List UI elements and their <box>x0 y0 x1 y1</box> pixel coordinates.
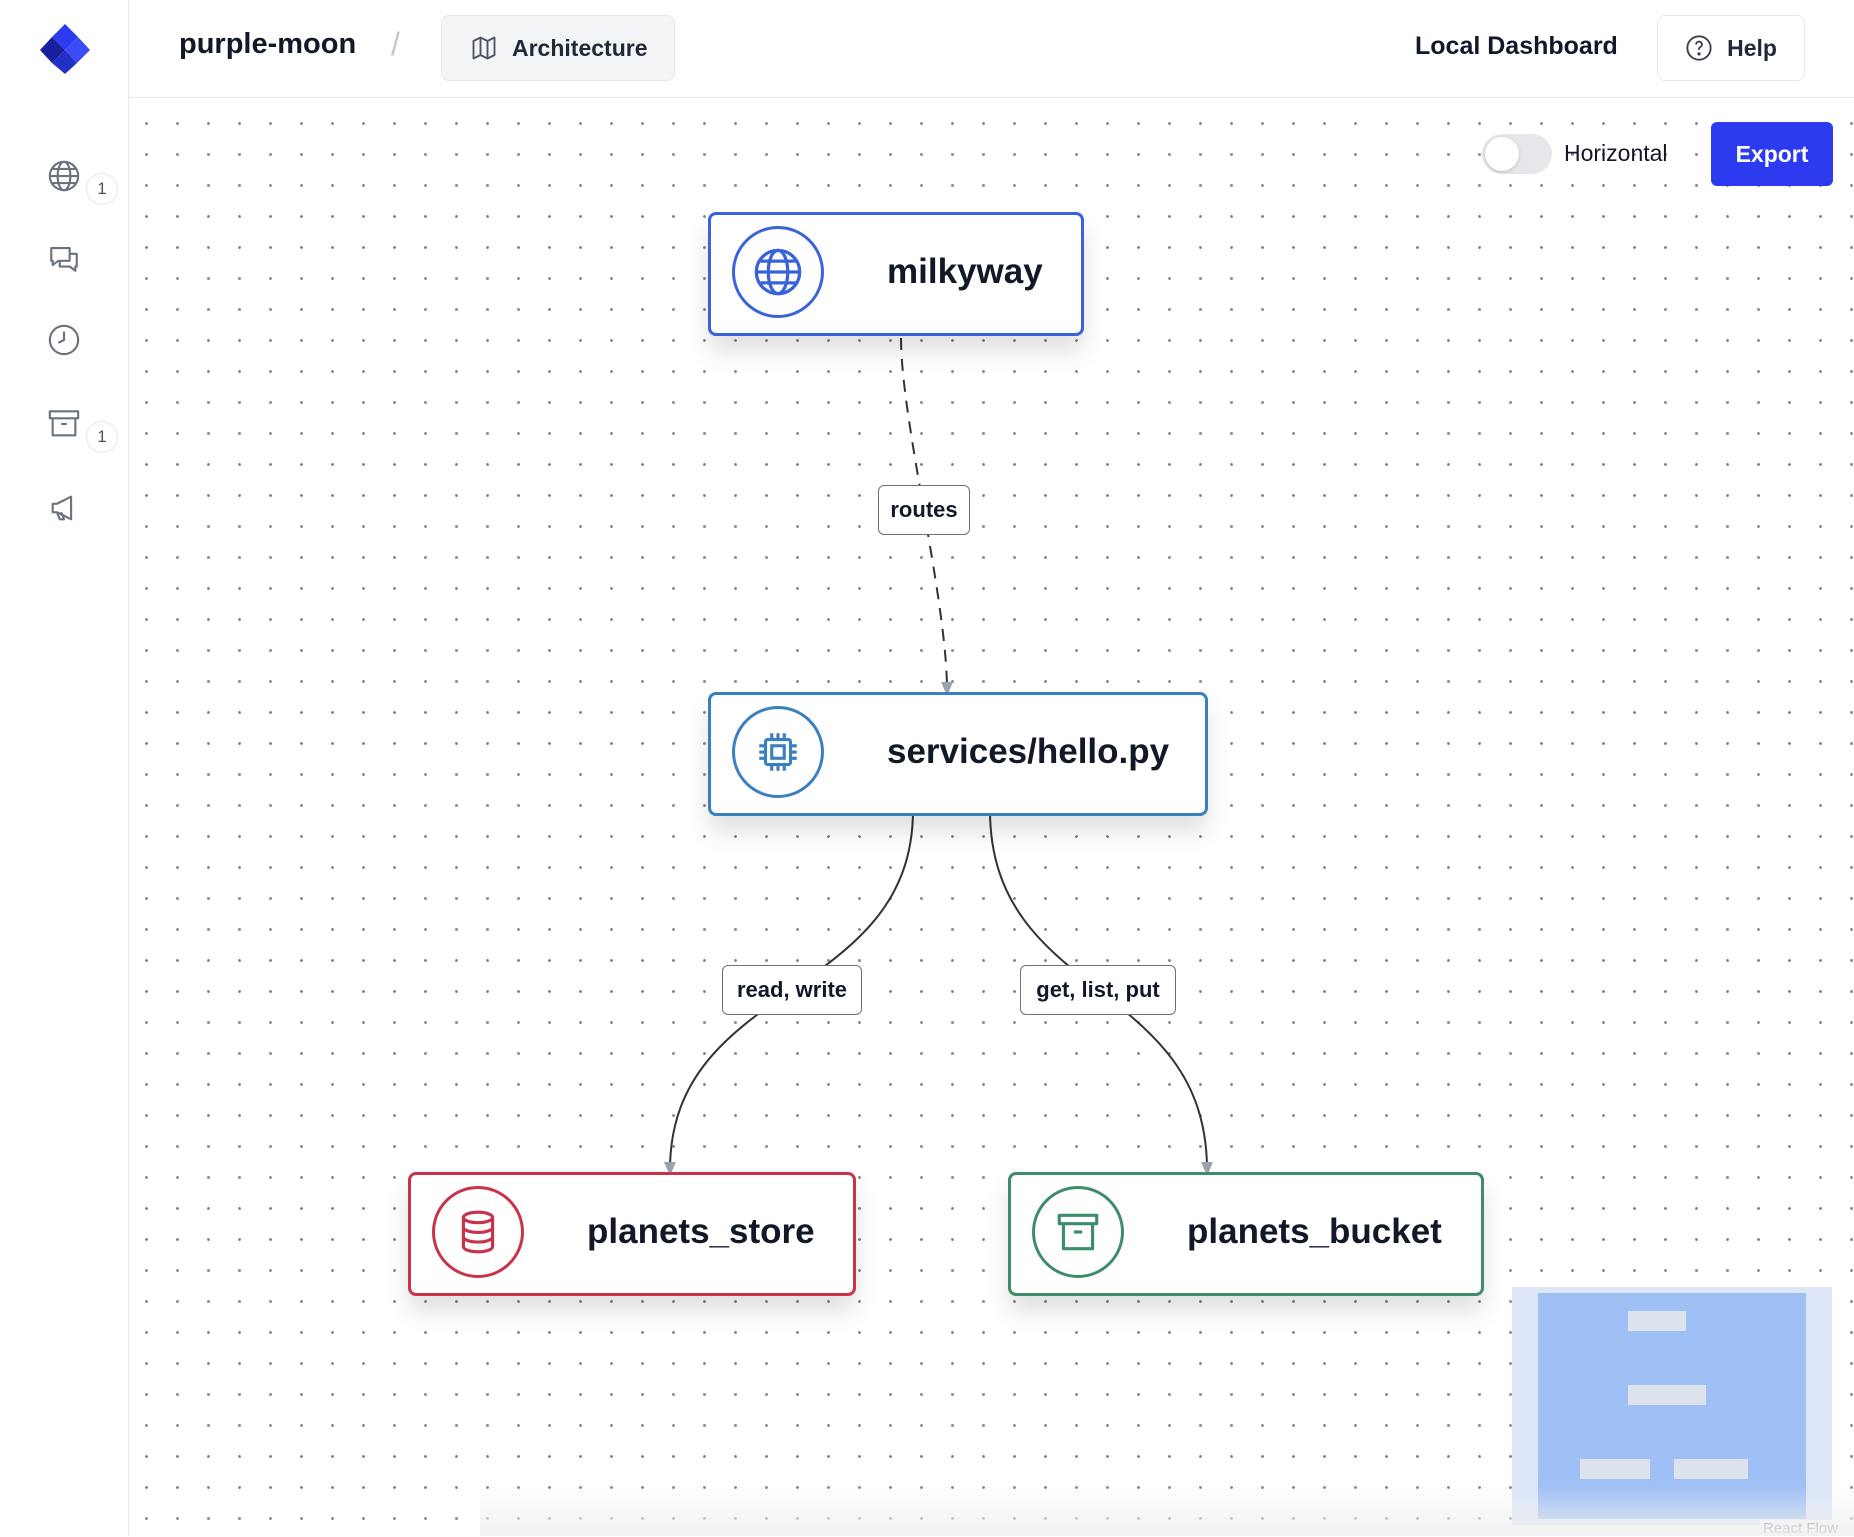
sidebar-badge: 1 <box>86 173 118 205</box>
local-dashboard-link[interactable]: Local Dashboard <box>1415 32 1618 60</box>
node-label: milkyway <box>887 252 1043 291</box>
sidebar-item-messages[interactable] <box>40 234 88 282</box>
archive-box-icon <box>48 410 80 437</box>
edge-label-read-write[interactable]: read, write <box>722 965 862 1015</box>
minimap[interactable] <box>1512 1287 1832 1525</box>
sidebar: 1 1 <box>0 0 129 1536</box>
export-button[interactable]: Export <box>1711 122 1833 186</box>
edge-label-get-list-put[interactable]: get, list, put <box>1020 965 1176 1015</box>
megaphone-icon <box>51 495 73 521</box>
node-icon-ring <box>432 1186 524 1278</box>
help-label: Help <box>1727 34 1777 61</box>
minimap-node <box>1674 1459 1748 1479</box>
sidebar-item-storage[interactable] <box>40 400 88 448</box>
cpu-chip-icon <box>759 733 797 771</box>
breadcrumb-architecture[interactable]: Architecture <box>441 15 675 81</box>
minimap-node <box>1580 1459 1650 1479</box>
breadcrumb-separator: / <box>391 26 400 62</box>
node-icon-ring <box>732 226 824 318</box>
top-header: purple-moon / Architecture Local Dashboa… <box>129 0 1854 98</box>
minimap-node <box>1628 1311 1686 1331</box>
project-name[interactable]: purple-moon <box>179 28 357 60</box>
toggle-knob <box>1485 137 1519 171</box>
clock-icon <box>48 324 80 356</box>
node-icon-ring <box>732 706 824 798</box>
map-icon <box>472 36 496 60</box>
sidebar-item-history[interactable] <box>40 316 88 364</box>
react-flow-attribution[interactable]: React Flow <box>1760 1520 1842 1537</box>
globe-icon <box>48 160 80 192</box>
breadcrumb-label: Architecture <box>512 34 648 61</box>
node-milkyway[interactable]: milkyway <box>708 212 1084 336</box>
node-label: planets_store <box>587 1212 815 1251</box>
archive-box-icon <box>1057 1213 1099 1251</box>
node-icon-ring <box>1032 1186 1124 1278</box>
node-planets-bucket[interactable]: planets_bucket <box>1008 1172 1484 1296</box>
chat-bubbles-icon <box>50 247 78 272</box>
app-logo[interactable] <box>38 22 92 76</box>
node-label: planets_bucket <box>1187 1212 1442 1251</box>
sidebar-badge: 1 <box>86 421 118 453</box>
question-circle-icon <box>1686 35 1712 61</box>
horizontal-toggle[interactable] <box>1482 134 1552 174</box>
minimap-node <box>1628 1385 1706 1405</box>
node-planets-store[interactable]: planets_store <box>408 1172 856 1296</box>
node-services-hello[interactable]: services/hello.py <box>708 692 1208 816</box>
globe-icon <box>754 248 802 296</box>
node-label: services/hello.py <box>887 732 1170 771</box>
edge-label-routes[interactable]: routes <box>878 485 970 535</box>
horizontal-toggle-label: Horizontal <box>1564 140 1668 166</box>
sidebar-item-services[interactable] <box>40 152 88 200</box>
sidebar-item-announcements[interactable] <box>40 484 88 532</box>
help-button[interactable]: Help <box>1657 15 1805 81</box>
database-icon <box>461 1210 495 1254</box>
